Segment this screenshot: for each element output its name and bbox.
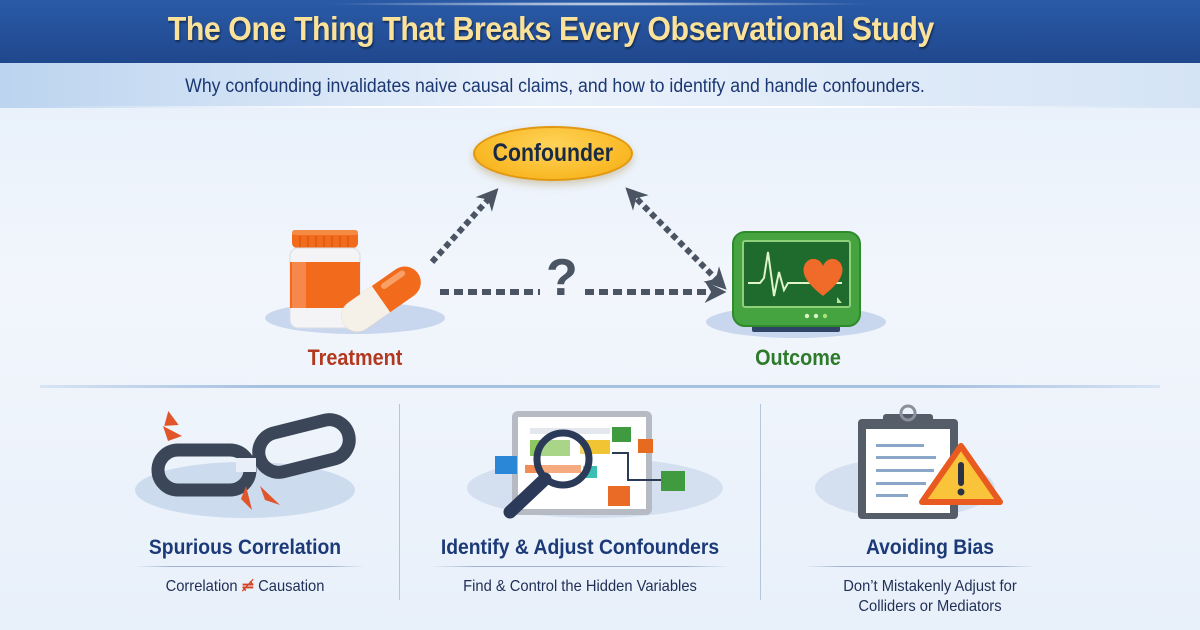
outcome-label: Outcome (755, 345, 841, 370)
clipboard-warning-icon (815, 404, 1003, 519)
page-title: The One Thing That Breaks Every Observat… (167, 10, 935, 47)
page-subtitle: Why confounding invalidates naive causal… (185, 76, 925, 97)
column-divider-1 (399, 404, 400, 600)
desc-line-2: Colliders or Mediators (858, 598, 1002, 615)
header-banner (0, 0, 1200, 63)
desc-line-1: Don’t Mistakenly Adjust for (843, 578, 1017, 595)
card-description: Correlation ⇌̸ Causation (107, 577, 383, 597)
not-equal-symbol: ⇌̸ (241, 578, 255, 595)
section-divider (40, 385, 1160, 388)
confounder-node: Confounder (473, 126, 633, 181)
card-avoiding-bias: Avoiding Bias Don’t Mistakenly Adjust fo… (770, 400, 1090, 625)
header-glow (320, 2, 880, 6)
broken-chain-icon (135, 410, 356, 518)
treatment-label: Treatment (307, 345, 403, 370)
heart-monitor-icon (706, 231, 886, 338)
card-description: Don’t Mistakenly Adjust for Colliders or… (783, 577, 1077, 617)
card-rule (430, 566, 730, 567)
card-identify-adjust: Identify & Adjust Confounders Find & Con… (410, 400, 750, 625)
card-rule (805, 566, 1035, 567)
confounder-label: Confounder (492, 139, 614, 167)
card-title: Avoiding Bias (865, 536, 995, 559)
column-divider-2 (760, 404, 761, 600)
subtitle-band (0, 63, 1200, 108)
card-description: Find & Control the Hidden Variables (463, 578, 697, 595)
pill-bottle-and-capsule-icon (265, 230, 445, 334)
band-highlight (40, 106, 1160, 108)
desc-causation: Causation (258, 578, 325, 595)
card-rule (135, 566, 365, 567)
heartbeat-line (748, 251, 842, 297)
arrow-confounder-outcome (625, 187, 727, 290)
question-mark: ? (546, 249, 578, 307)
card-title: Spurious Correlation (148, 536, 342, 559)
magnifying-glass-diagram-icon (467, 411, 723, 519)
desc-correlation: Correlation (165, 578, 238, 595)
card-title: Identify & Adjust Confounders (440, 536, 720, 559)
card-spurious-correlation: Spurious Correlation Correlation ⇌̸ Caus… (95, 400, 395, 625)
arrow-treatment-confounder (429, 188, 499, 265)
